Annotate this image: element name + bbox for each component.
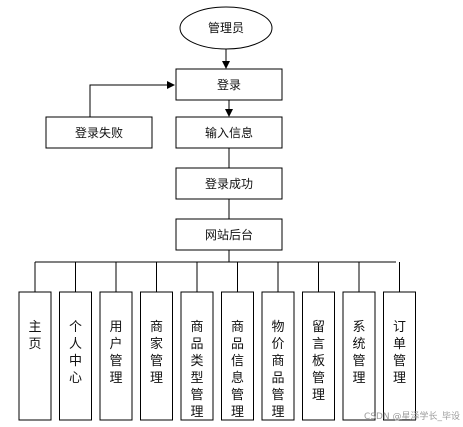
module-group: 主页 个人中心 用户管理 商家管理 商品类型管理 商品信息管理 物价商品管理 留言板管理 系统管…: [18, 262, 416, 421]
module-label: 商品类型管理: [190, 320, 203, 420]
login-fail-box: [45, 116, 153, 149]
module-label: 物价商品管理: [271, 320, 284, 420]
login-label: 登录: [217, 77, 241, 92]
module-label: 个人中心: [69, 320, 82, 386]
module-label: 商品信息管理: [231, 320, 244, 420]
module-box: [140, 291, 173, 421]
input-info-label: 输入信息: [205, 125, 253, 140]
backend-label: 网站后台: [205, 227, 253, 242]
watermark: CSDN @星泽学长_毕设: [364, 410, 460, 422]
module-box: [221, 291, 254, 421]
module-box: [383, 291, 416, 421]
module-label: 用户管理: [109, 320, 122, 386]
login-success-box: [175, 167, 283, 200]
module-label: 留言板管理: [312, 320, 325, 403]
module-box: [59, 291, 92, 421]
edge-fail-login: [89, 81, 175, 117]
login-success-label: 登录成功: [205, 176, 253, 191]
module-box: [18, 291, 52, 421]
module-box: [180, 291, 214, 421]
module-box: [99, 291, 133, 421]
login-fail-label: 登录失败: [75, 125, 123, 140]
module-label: 主页: [28, 320, 41, 352]
module-box: [261, 291, 295, 421]
login-box: [175, 68, 283, 101]
module-box: [302, 291, 335, 421]
module-label: 商家管理: [150, 320, 163, 386]
start-node-label: 管理员: [208, 20, 244, 35]
module-label: 订单管理: [393, 320, 406, 386]
backend-box: [175, 218, 283, 251]
module-box: [342, 291, 376, 421]
module-label: 系统管理: [352, 320, 365, 386]
